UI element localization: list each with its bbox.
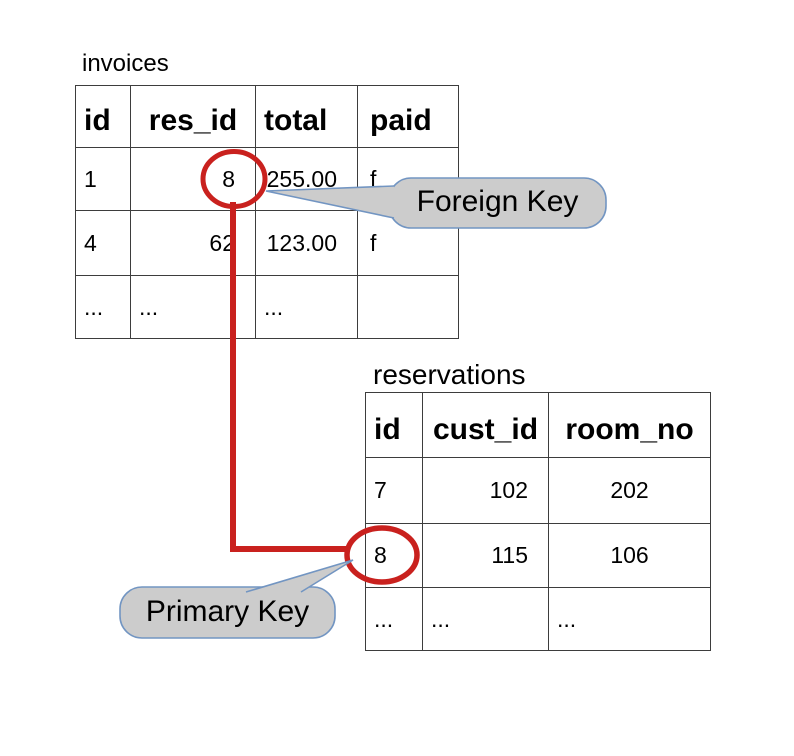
reservations-table-title: reservations [373,359,526,390]
table-row: ... ... ... [365,587,711,651]
table-row: 7 102 202 [365,457,711,524]
table-cell: 102 [422,457,549,524]
column-header-cust-id: cust_id [422,392,549,458]
reservations-table: id cust_id room_no 7 102 202 8 115 106 .… [365,392,711,651]
table-cell: 1 [75,147,131,211]
primary-key-label: Primary Key [145,594,310,628]
table-cell: 115 [422,523,549,588]
table-cell: ... [255,275,358,339]
table-cell: ... [365,587,423,651]
table-row: ... ... ... [75,275,459,339]
column-header-paid: paid [357,85,459,148]
invoices-header-row: id res_id total paid [75,85,459,148]
table-cell [357,275,459,339]
table-cell: 255.00 [255,147,358,211]
table-cell: 123.00 [255,210,358,276]
table-cell-circled-foreign-key: 8 [130,147,256,211]
column-header-total: total [255,85,358,148]
column-header-id: id [365,392,423,458]
table-cell: ... [130,275,256,339]
column-header-id: id [75,85,131,148]
column-header-room-no: room_no [548,392,711,458]
invoices-table-title: invoices [82,50,169,77]
table-cell: 202 [548,457,711,524]
table-cell: ... [548,587,711,651]
table-cell: 4 [75,210,131,276]
table-cell: 62 [130,210,256,276]
foreign-key-label: Foreign Key [416,185,579,218]
table-cell: ... [75,275,131,339]
table-cell-circled-primary-key: 8 [365,523,423,588]
table-cell: 7 [365,457,423,524]
table-cell: ... [422,587,549,651]
reservations-header-row: id cust_id room_no [365,392,711,458]
table-row: 8 115 106 [365,523,711,588]
column-header-res-id: res_id [130,85,256,148]
table-cell: 106 [548,523,711,588]
